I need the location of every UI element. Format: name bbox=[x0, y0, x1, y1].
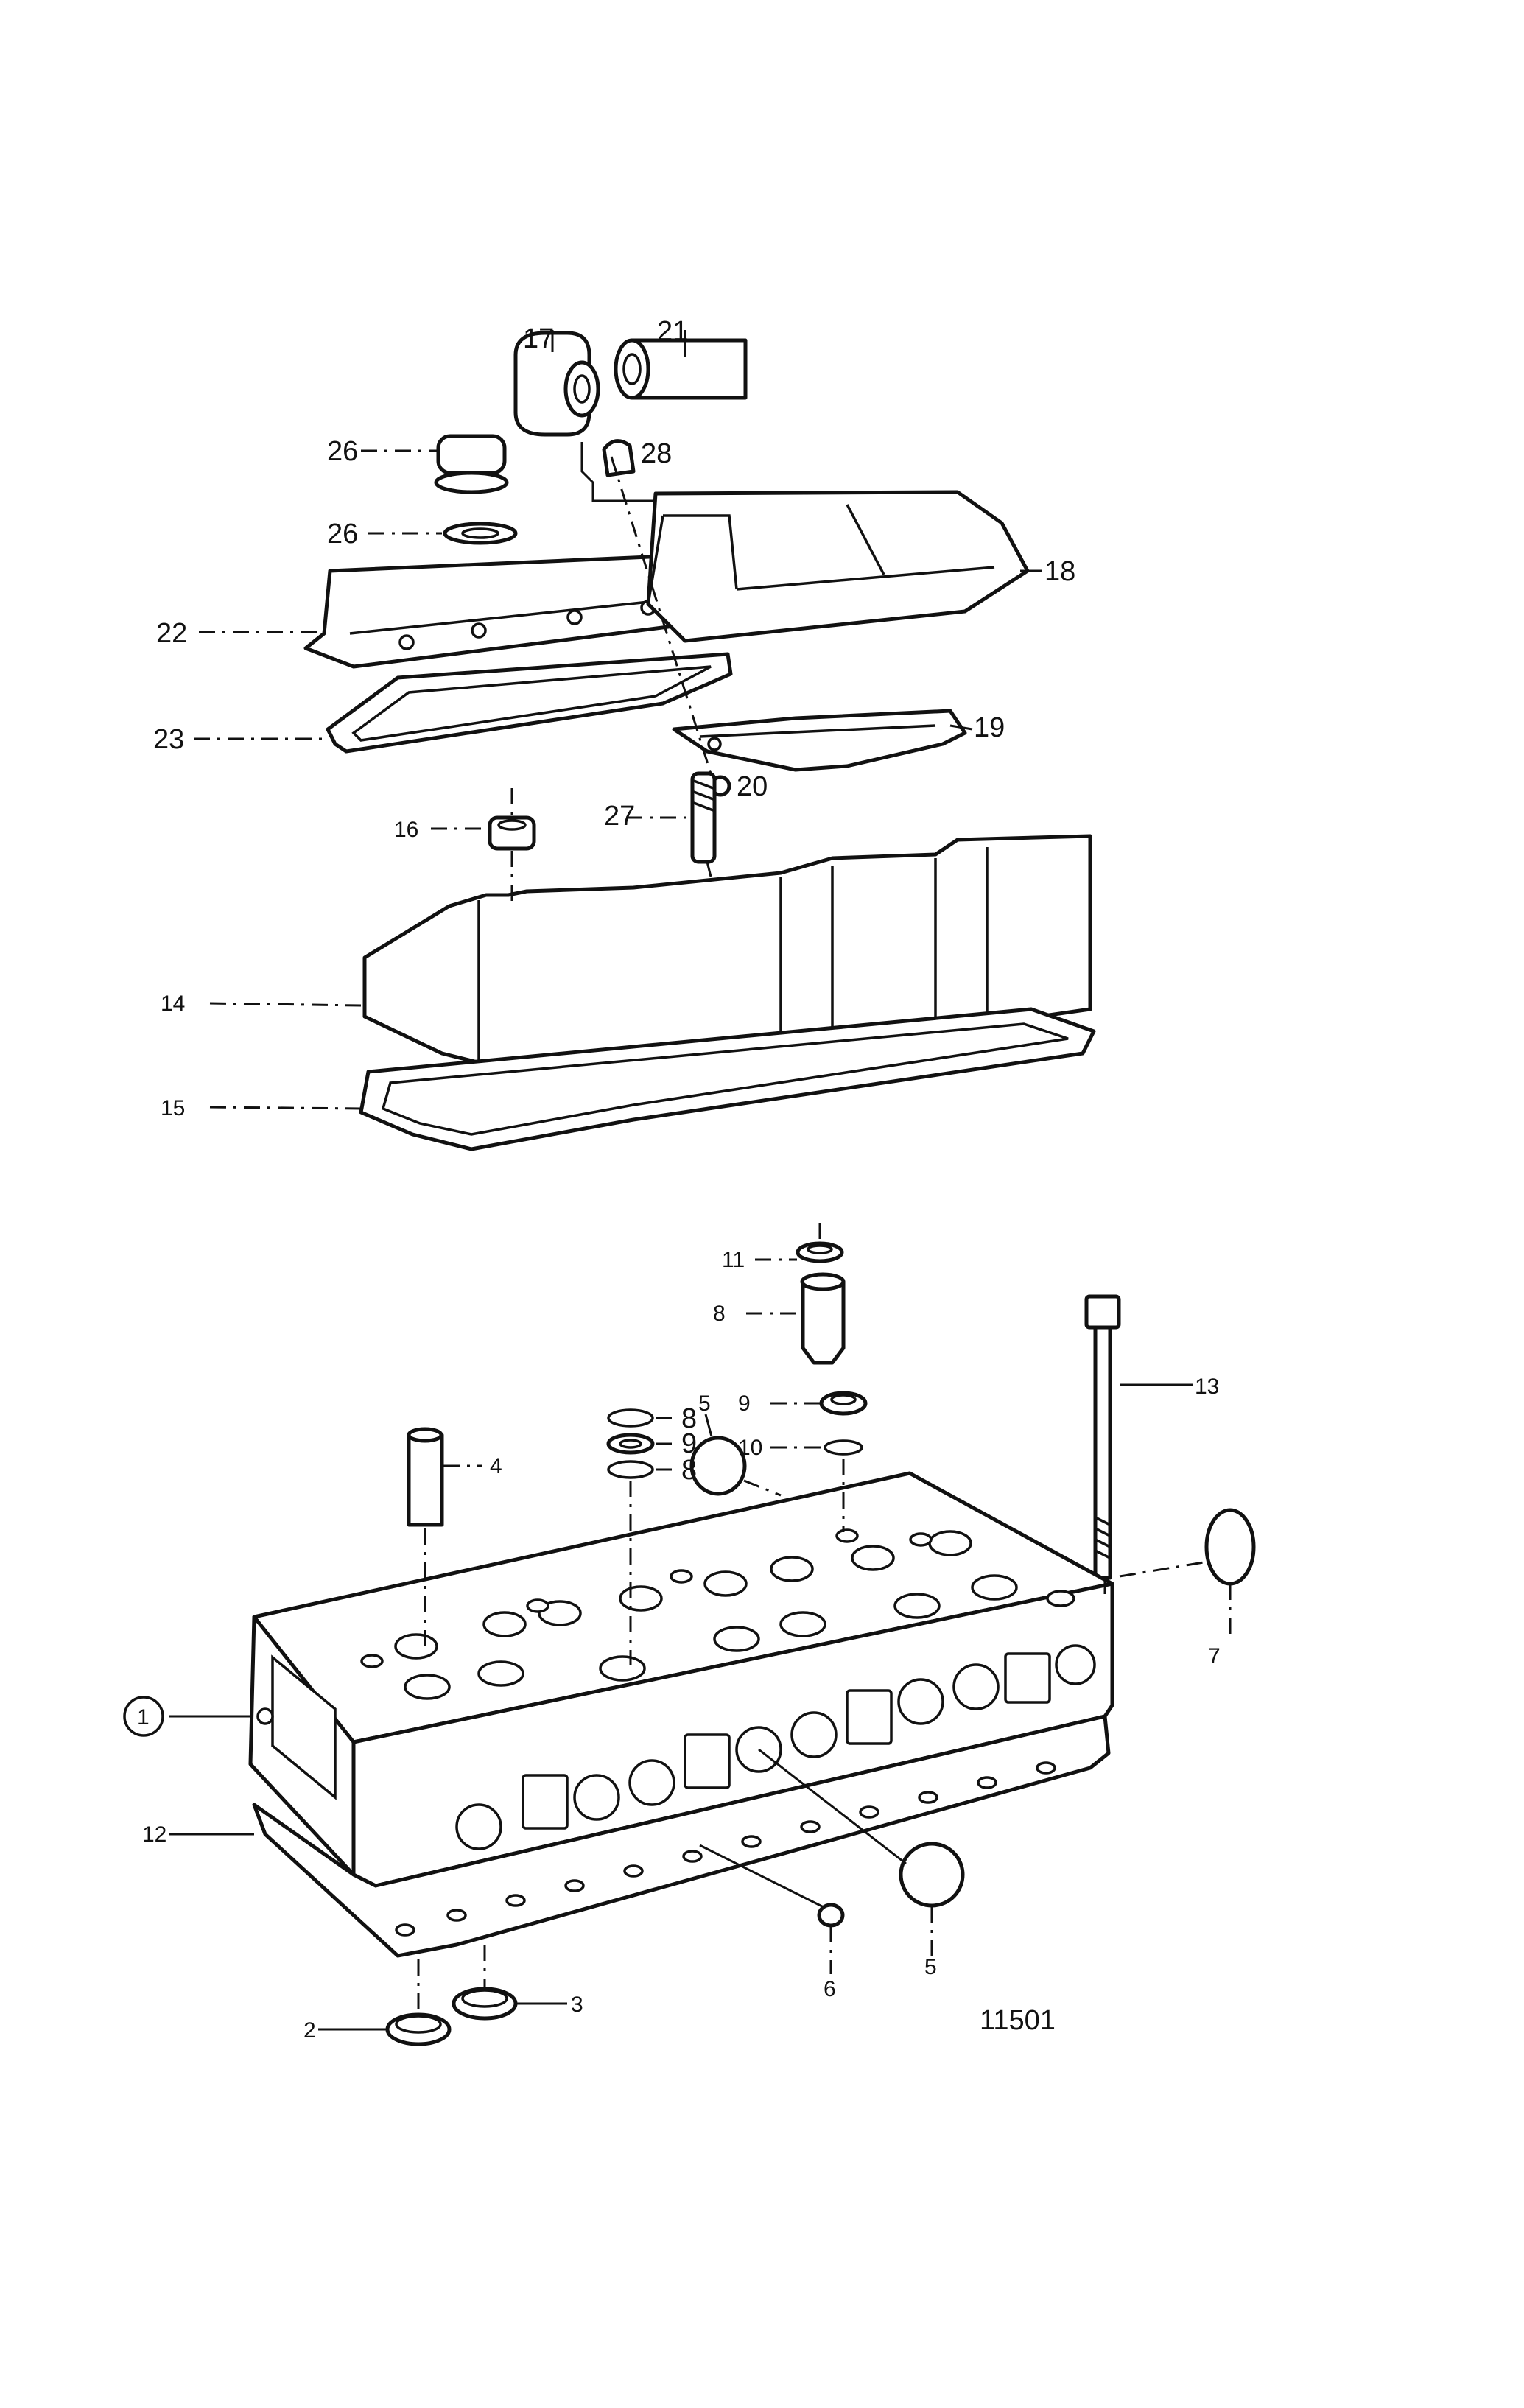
sleeve-10 bbox=[800, 1272, 846, 1365]
reference-number: 11501 bbox=[980, 2005, 1056, 2036]
plug-6 bbox=[817, 1903, 845, 1928]
seal-8-lower bbox=[607, 1460, 654, 1479]
valve-cover-16 bbox=[362, 834, 1092, 1074]
head-gasket-14 bbox=[252, 1714, 1111, 1958]
housing-20 bbox=[646, 490, 1030, 643]
callout-5-upper: 5 bbox=[698, 1391, 711, 1416]
callout-14: 12 bbox=[142, 1822, 166, 1847]
nut-28 bbox=[602, 439, 636, 477]
callout-7: 7 bbox=[1208, 1644, 1221, 1668]
hose-path bbox=[580, 442, 663, 502]
callout-26-washer: 26 bbox=[327, 519, 358, 550]
callout-1: 1 bbox=[137, 1705, 150, 1730]
gasket-21 bbox=[672, 709, 967, 772]
callout-25: 23 bbox=[153, 724, 184, 755]
callout-21: 19 bbox=[974, 712, 1005, 743]
seat-ring-2 bbox=[385, 2012, 452, 2046]
ring-13 bbox=[796, 1241, 844, 1263]
callout-24: 22 bbox=[156, 618, 187, 649]
callout-15: 13 bbox=[1195, 1375, 1219, 1399]
callout-3: 3 bbox=[571, 1993, 583, 2017]
valve-guide-4 bbox=[407, 1427, 444, 1527]
elbow-19 bbox=[513, 331, 600, 437]
callout-6: 6 bbox=[824, 1977, 836, 2001]
stud-27 bbox=[690, 771, 717, 864]
plug-5-upper bbox=[689, 1436, 747, 1496]
plug-7 bbox=[1204, 1508, 1256, 1586]
callout-8-lower: 8 bbox=[681, 1455, 697, 1486]
gasket-17 bbox=[359, 1007, 1096, 1151]
callout-16: 14 bbox=[161, 991, 185, 1016]
bolt-15 bbox=[1084, 1294, 1121, 1580]
callout-18: 16 bbox=[394, 818, 418, 842]
callout-23: 21 bbox=[657, 316, 688, 347]
seat-ring-3 bbox=[452, 1987, 518, 2021]
callout-28: 28 bbox=[641, 438, 672, 469]
callout-9: 9 bbox=[681, 1428, 697, 1459]
hose-23 bbox=[614, 338, 748, 400]
seal-8-upper bbox=[607, 1408, 654, 1428]
nut-18 bbox=[488, 815, 536, 851]
callout-12: 10 bbox=[738, 1436, 762, 1460]
callout-13: 11 bbox=[722, 1248, 745, 1272]
callout-8-upper: 8 bbox=[681, 1403, 697, 1434]
o-ring-12 bbox=[824, 1439, 863, 1456]
cylinder-head-1 bbox=[248, 1471, 1114, 1888]
plug-5-lower bbox=[899, 1842, 965, 1908]
callout-labels: 17 21 26 28 26 18 22 23 19 20 27 16 14 1… bbox=[123, 316, 1221, 2043]
ring-11 bbox=[819, 1391, 868, 1416]
leader-lines bbox=[169, 330, 1232, 2031]
callout-27: 27 bbox=[604, 801, 635, 832]
callout-2: 2 bbox=[303, 2018, 316, 2043]
callout-11: 9 bbox=[738, 1391, 751, 1416]
callout-1-circle bbox=[123, 1696, 164, 1737]
callout-17: 15 bbox=[161, 1096, 185, 1120]
callout-22: 20 bbox=[737, 771, 768, 802]
washer-26 bbox=[443, 522, 518, 545]
callout-19: 17 bbox=[523, 323, 554, 354]
filler-cap-26 bbox=[434, 434, 509, 494]
callout-4: 4 bbox=[490, 1454, 502, 1478]
seal-9 bbox=[606, 1433, 655, 1455]
callout-20: 18 bbox=[1044, 556, 1075, 587]
callout-5-lower: 5 bbox=[924, 1955, 937, 1979]
callout-10: 8 bbox=[713, 1302, 726, 1326]
gasket-25 bbox=[326, 652, 733, 754]
callout-26-cap: 26 bbox=[327, 436, 358, 467]
